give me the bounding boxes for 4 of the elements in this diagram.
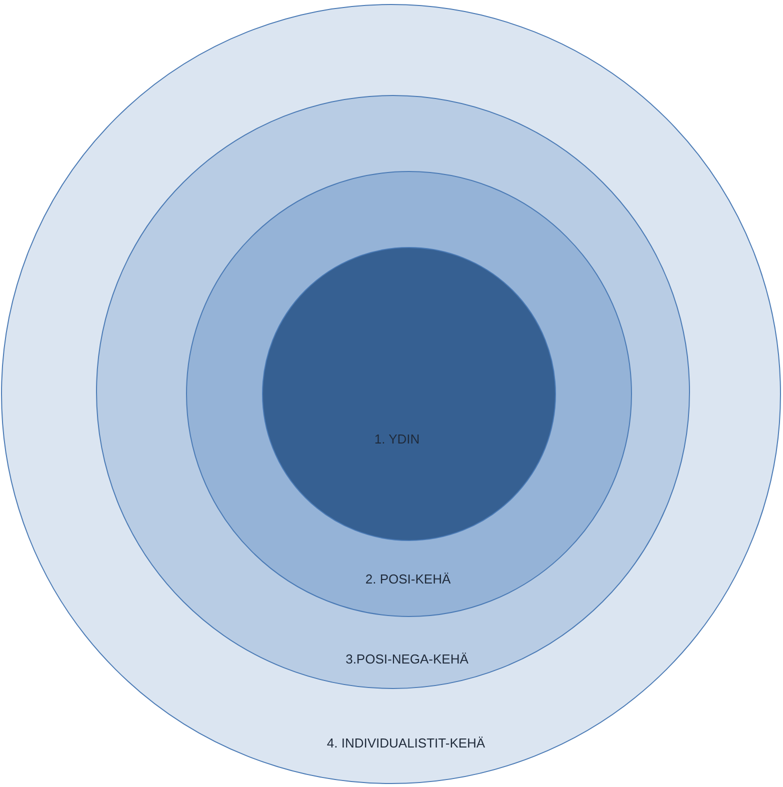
ring-label: 1. YDIN [374, 432, 420, 446]
ring-label: 3.POSI-NEGA-KEHÄ [346, 652, 468, 666]
ring-label: 4. INDIVIDUALISTIT-KEHÄ [326, 736, 486, 750]
ring-label: 2. POSI-KEHÄ [365, 572, 451, 586]
